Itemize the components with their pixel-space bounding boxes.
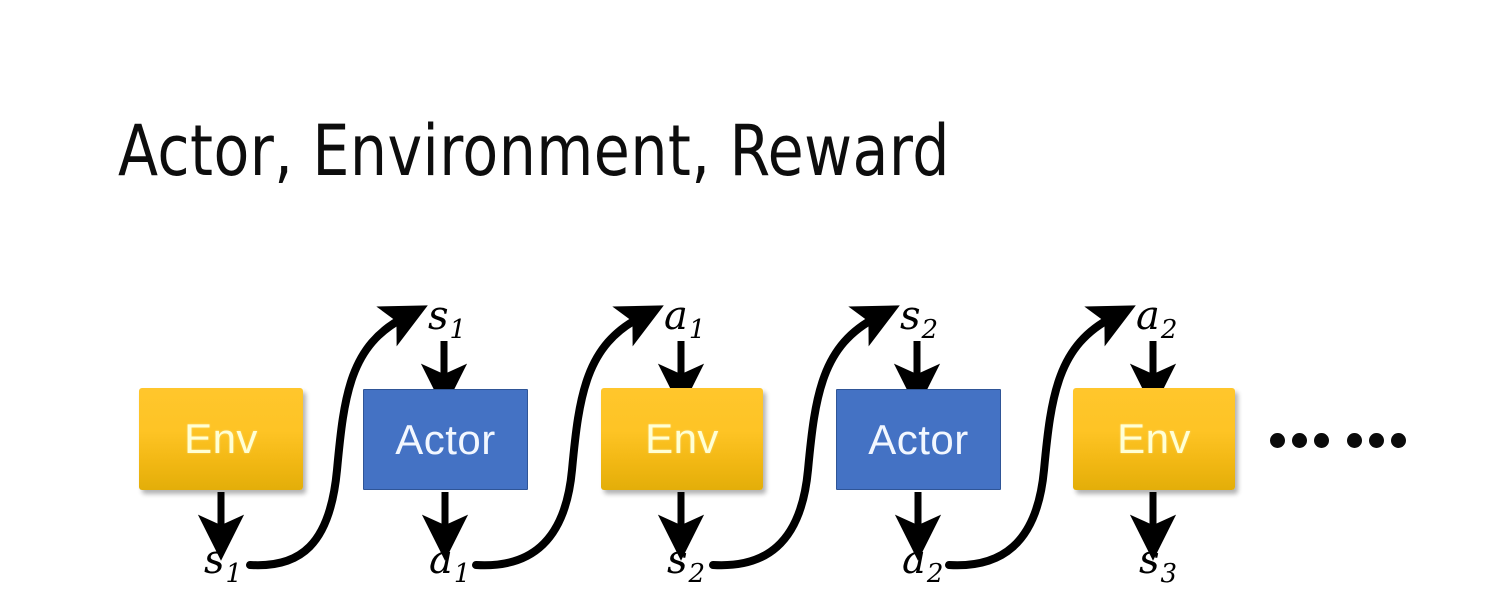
math-base: s <box>428 293 449 339</box>
math-base: s <box>1139 537 1160 583</box>
ellipsis-dot <box>1369 433 1384 448</box>
math-base: s <box>900 293 921 339</box>
math-subscript: 2 <box>926 559 944 589</box>
math-subscript: 1 <box>225 559 243 589</box>
node-label-actor2: Actor <box>868 415 969 463</box>
math-subscript: 2 <box>688 559 706 589</box>
ellipsis-dot <box>1292 433 1307 448</box>
node-box-env3[interactable]: Env <box>1073 388 1235 490</box>
page-title: Actor, Environment, Reward <box>118 110 950 192</box>
math-base: a <box>902 537 926 583</box>
math-label-top-s1: s1 <box>428 293 466 343</box>
node-box-actor1[interactable]: Actor <box>363 389 528 490</box>
math-label-bot-s2: s2 <box>667 537 705 587</box>
math-subscript: 1 <box>688 315 706 345</box>
math-base: a <box>664 293 688 339</box>
ellipsis-dot <box>1347 433 1362 448</box>
ellipsis-dot <box>1391 433 1406 448</box>
math-base: s <box>667 537 688 583</box>
node-box-env2[interactable]: Env <box>601 388 763 490</box>
math-subscript: 2 <box>1160 315 1178 345</box>
ellipsis-gap <box>1336 440 1340 441</box>
math-subscript: 2 <box>921 315 939 345</box>
node-box-actor2[interactable]: Actor <box>836 389 1001 490</box>
math-base: a <box>429 537 453 583</box>
node-label-actor1: Actor <box>395 415 496 463</box>
ellipsis-dots <box>1270 433 1406 448</box>
node-label-env3: Env <box>1117 415 1191 462</box>
ellipsis-dot <box>1270 433 1285 448</box>
math-label-top-s2: s2 <box>900 293 938 343</box>
math-label-bot-a2: a2 <box>902 537 943 587</box>
math-label-bot-s3: s3 <box>1139 537 1177 587</box>
node-box-env1[interactable]: Env <box>139 388 303 490</box>
math-subscript: 3 <box>1160 559 1178 589</box>
math-label-top-a2: a2 <box>1136 293 1177 343</box>
node-label-env2: Env <box>645 415 719 462</box>
math-label-bot-s1: s1 <box>204 537 242 587</box>
math-subscript: 1 <box>453 559 471 589</box>
math-base: a <box>1136 293 1160 339</box>
math-subscript: 1 <box>449 315 467 345</box>
math-label-bot-a1: a1 <box>429 537 470 587</box>
ellipsis-dot <box>1314 433 1329 448</box>
math-label-top-a1: a1 <box>664 293 705 343</box>
math-base: s <box>204 537 225 583</box>
node-label-env1: Env <box>184 415 258 462</box>
